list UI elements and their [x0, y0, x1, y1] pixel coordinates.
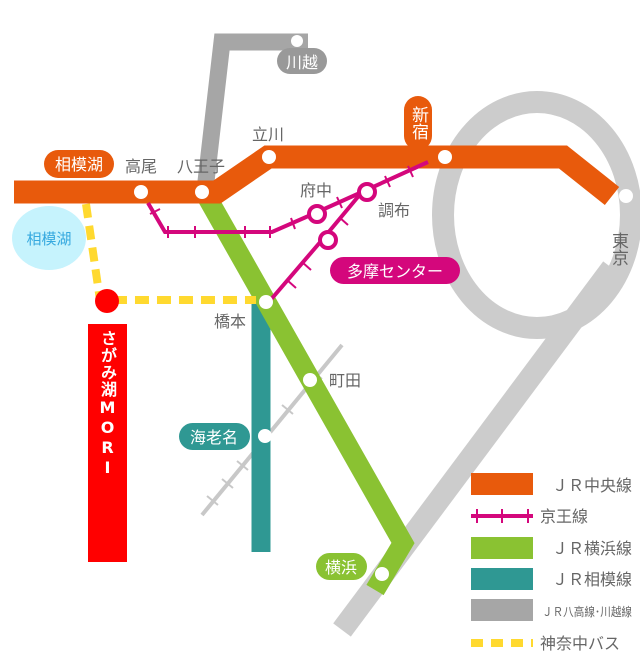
- hachiko-line: [196, 33, 308, 191]
- station-kawagoe[interactable]: [291, 35, 303, 47]
- label-sagamiko: 相模湖: [55, 155, 103, 174]
- odakyu-line: [200, 343, 344, 517]
- legend-keio-ticks: [476, 509, 529, 523]
- keio-ticks: [149, 165, 414, 289]
- label-kawagoe-pill: [277, 48, 327, 74]
- legend-swatch-sagami-icon: [471, 568, 533, 590]
- label-tama-center: 多摩センター: [347, 262, 443, 281]
- label-sagamiko-pill: [44, 150, 114, 178]
- destination-marker[interactable]: [95, 289, 119, 313]
- station-tama-center[interactable]: [318, 230, 338, 250]
- legend-swatch-hachiko-icon: [471, 599, 533, 621]
- label-hachioji: 八王子: [177, 157, 225, 176]
- label-ebina-pill: [179, 423, 250, 450]
- legend-label-sagami: ＪＲ相模線: [552, 570, 632, 589]
- station-takao[interactable]: [134, 185, 148, 199]
- destination-label[interactable]: さがみ湖MORI MORI: [59, 324, 127, 562]
- legend-label-yokohama: ＪＲ横浜線: [552, 539, 632, 558]
- legend-label-keio: 京王線: [540, 507, 588, 526]
- station-tokyo[interactable]: [619, 189, 633, 203]
- station-hashimoto[interactable]: [259, 295, 273, 309]
- label-machida: 町田: [329, 371, 361, 390]
- label-kawagoe: 川越: [286, 53, 318, 72]
- label-fuchu: 府中: [300, 181, 332, 200]
- legend-swatch-chuo-icon: [471, 473, 533, 495]
- station-shinjuku[interactable]: [438, 150, 452, 164]
- station-tachikawa[interactable]: [262, 150, 276, 164]
- station-yokohama[interactable]: [375, 567, 389, 581]
- station-fuchu[interactable]: [307, 204, 327, 224]
- station-machida[interactable]: [303, 373, 317, 387]
- label-tama-center-pill: [330, 257, 460, 284]
- legend-swatch-yokohama-icon: [471, 537, 533, 559]
- label-tokyo: 東京: [608, 232, 628, 266]
- legend-label-chuo: ＪＲ中央線: [552, 476, 632, 495]
- station-ebina[interactable]: [258, 429, 272, 443]
- label-takao: 高尾: [125, 157, 157, 176]
- legend-label-bus: 神奈中バス: [540, 634, 620, 653]
- label-yokohama-pill: [316, 553, 367, 580]
- legend-label-hachiko: ＪＲ八高線･川越線: [542, 604, 632, 619]
- station-chofu[interactable]: [357, 182, 377, 202]
- label-tachikawa: 立川: [252, 125, 284, 144]
- station-hachioji[interactable]: [195, 185, 209, 199]
- label-hashimoto: 橋本: [214, 312, 246, 331]
- label-ebina: 海老名: [190, 428, 238, 447]
- label-shinjuku: 新宿: [404, 96, 432, 150]
- lake-sagamiko: [12, 206, 86, 270]
- legend: ＪＲ中央線 京王線 ＪＲ横浜線 ＪＲ相模線 ＪＲ八高線･川越線 神奈中バス: [471, 473, 632, 653]
- label-yokohama: 横浜: [325, 558, 357, 577]
- label-lake: 相模湖: [26, 230, 71, 248]
- label-chofu: 調布: [378, 201, 410, 220]
- loop-line: [432, 91, 640, 339]
